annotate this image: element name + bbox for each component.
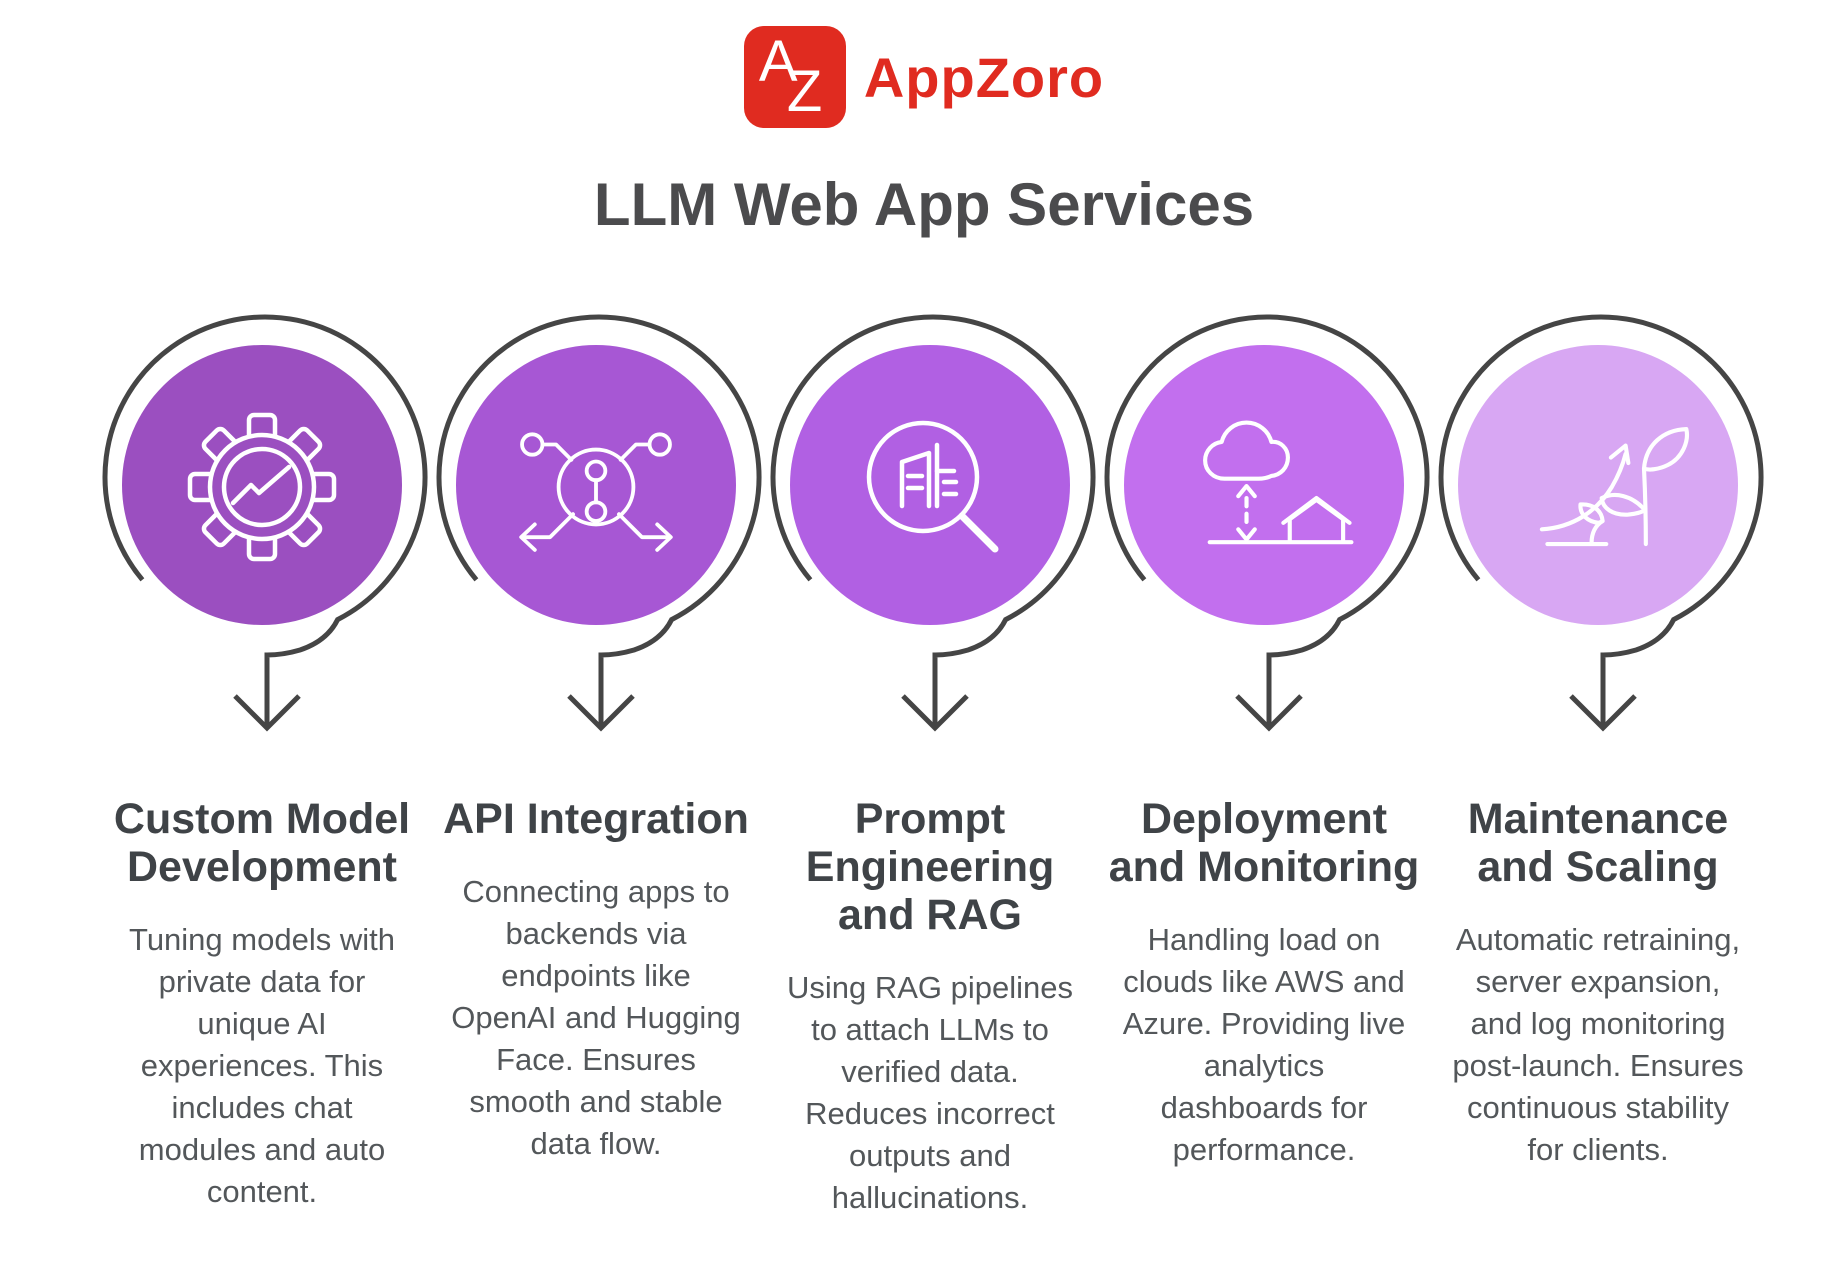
loop-down-arrow [1104,314,1430,732]
service-column: API Integration Connecting apps to backe… [429,275,763,1219]
service-description: Using RAG pipelines to attach LLMs to ve… [786,970,1074,1215]
service-column: Deployment and Monitoring Handling load … [1097,275,1431,1219]
prompt-search-icon [866,420,999,553]
service-description: Handling load on clouds like AWS and Azu… [1122,922,1406,1167]
service-description: Tuning models with private data for uniq… [129,922,395,1209]
service-description: Automatic retraining, server expansion, … [1452,922,1744,1167]
growth-plant-icon [1539,426,1689,547]
logo: A Z AppZoro [0,0,1848,128]
service-title: Custom Model Development [113,795,411,891]
service-title: Maintenance and Scaling [1467,795,1729,891]
logo-letter-z: Z [786,59,823,124]
service-title: API Integration [443,795,749,843]
service-description: Connecting apps to backends via endpoint… [451,874,741,1161]
service-column: Custom Model Development Tuning models w… [95,275,429,1219]
service-graphic [770,314,1096,732]
brand-name: AppZoro [863,45,1105,109]
loop-down-arrow [102,314,428,732]
service-graphic [1104,314,1430,732]
service-circle [1458,345,1738,625]
service-graphic [1438,314,1764,732]
service-circle [1124,345,1404,625]
service-column: Maintenance and Scaling Automatic retrai… [1431,275,1765,1219]
services-row: Custom Model Development Tuning models w… [0,275,1848,1219]
service-graphic [102,314,428,732]
loop-down-arrow [436,314,762,732]
page-title: LLM Web App Services [593,171,1255,238]
service-column: Prompt Engineering and RAG Using RAG pip… [763,275,1097,1219]
service-title: Prompt Engineering and RAG [805,795,1055,939]
loop-down-arrow [1438,314,1764,732]
service-title: Deployment and Monitoring [1108,795,1420,891]
logo-badge-icon: A Z [743,26,846,128]
logo-letter-a: A [758,29,798,94]
api-integration-icon [519,432,673,552]
cloud-deployment-icon [1203,420,1354,545]
loop-down-arrow [770,314,1096,732]
gear-analytics-icon [187,412,337,562]
service-graphic [436,314,762,732]
